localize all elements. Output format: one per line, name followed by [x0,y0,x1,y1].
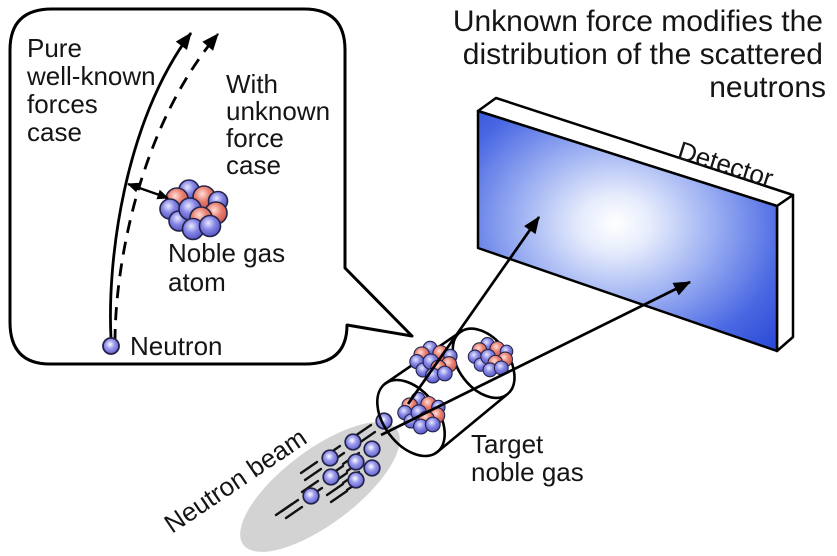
detector-side-face [775,193,795,353]
detector-panel [476,96,795,353]
known-case-label-line1: Pure [27,33,82,63]
known-case-label-line2: well-known [26,61,156,91]
title-line2: distribution of the scattered [463,38,823,71]
known-case-label-line3: forces [27,89,98,119]
scattered-neutron-arrow-2 [380,280,691,437]
unknown-case-label-line1: With [226,69,278,99]
noble-gas-atom-label-line2: atom [168,267,226,297]
scattered-neutron-arrow-1 [406,216,541,405]
unknown-case-label-line2: unknown [226,96,330,126]
speech-bubble [8,7,414,366]
known-case-label-line4: case [27,117,82,147]
noble-gas-atom-target-1 [409,340,458,384]
title-line1: Unknown force modifies the [453,5,823,38]
known-forces-trajectory-arrow [109,32,193,339]
neutron-label: Neutron [130,331,223,361]
neutron-beam-particles [274,412,393,520]
noble-gas-atom-target-3 [397,391,446,435]
target-label-line1: Target [471,429,544,459]
unknown-case-label-line4: case [226,150,281,180]
title-line3: neutrons [709,71,826,104]
unknown-force-trajectory-arrow [113,33,220,343]
target-label-line2: noble gas [471,457,584,487]
deflection-double-arrow [127,182,169,200]
neutron-particle [102,337,120,355]
noble-gas-atom-label-line1: Noble gas [168,238,285,268]
noble-gas-atom-target-2 [467,337,514,378]
unknown-case-label-line3: force [226,123,284,153]
detector-front-face [476,109,779,353]
